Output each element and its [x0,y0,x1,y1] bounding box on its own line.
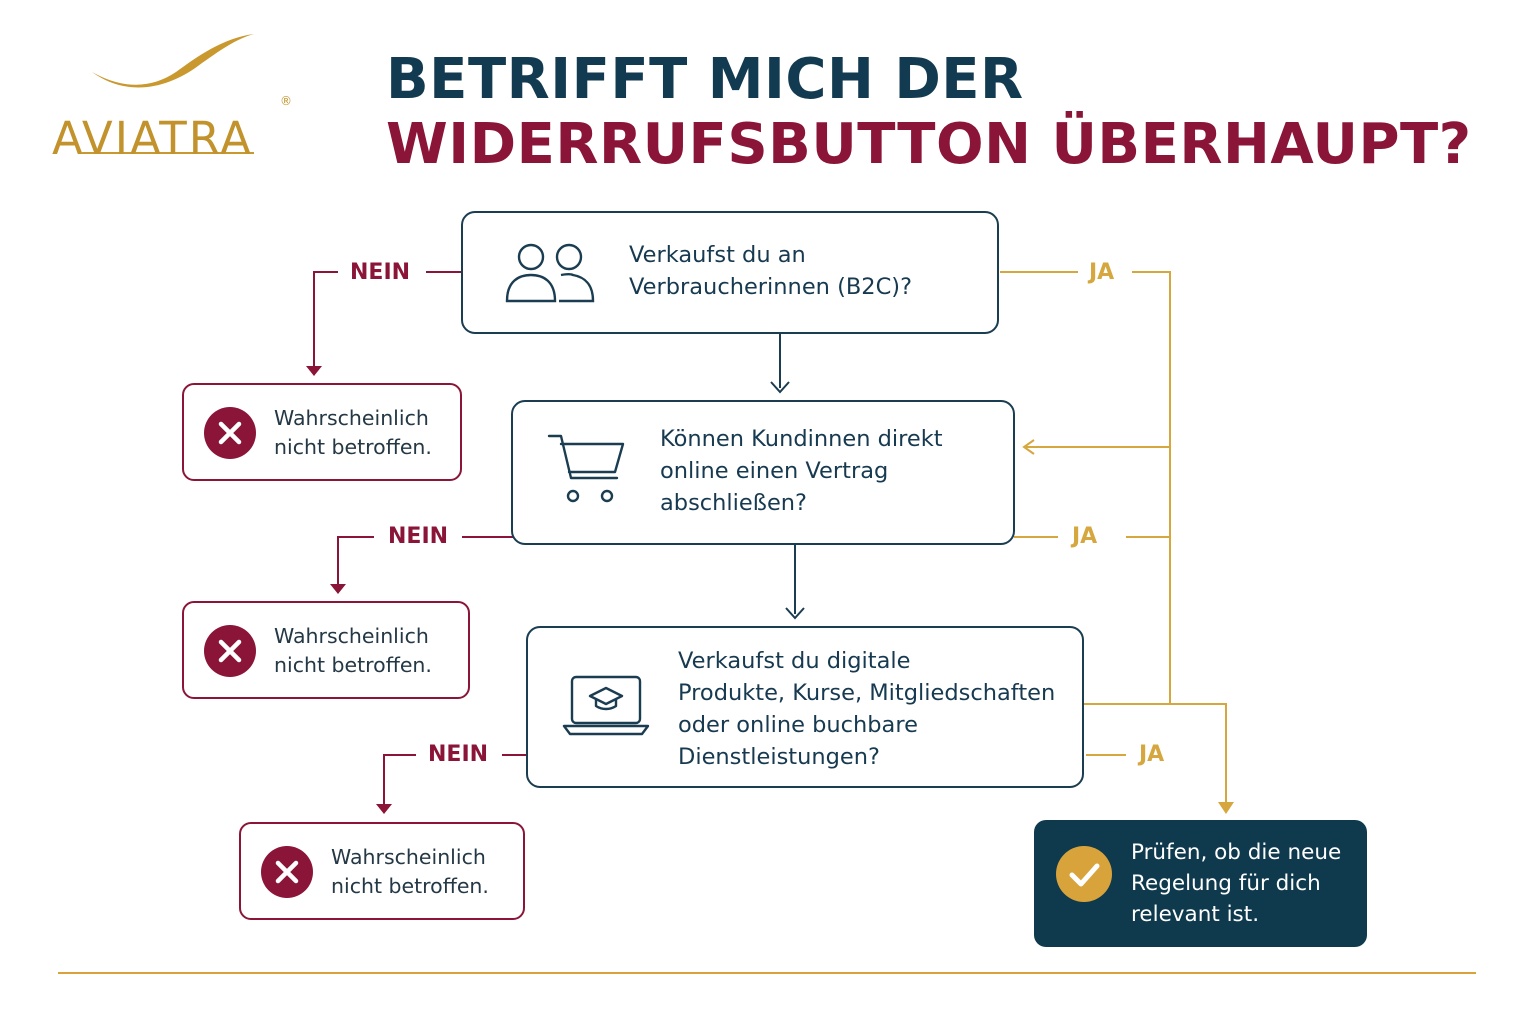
question-3-line-3: oder online buchbare [678,712,918,738]
nein-arrowhead-2 [330,584,346,594]
result-no-1-line-2: nicht betroffen. [274,435,432,459]
x-circle-icon [204,407,256,459]
result-no-box-3: Wahrscheinlich nicht betroffen. [239,822,525,920]
page-title-line-2: WIDERRUFSBUTTON ÜBERHAUPT? [386,112,1472,177]
question-1-line-2: Verbraucherinnen (B2C)? [629,274,913,300]
registered-mark: ® [280,94,292,108]
question-3-line-2: Produkte, Kurse, Mitgliedschaften [678,680,1056,706]
label-nein-1: NEIN [350,260,411,285]
final-result-box: Prüfen, ob die neue Regelung für dich re… [1034,820,1367,947]
nein-line-1b [313,271,338,372]
page-title-line-1: BETRIFFT MICH DER [386,47,1024,112]
ja-line-to-final [1084,703,1227,808]
shopping-cart-icon [547,434,625,503]
nein-arrowhead-1 [306,366,322,376]
result-no-box-2: Wahrscheinlich nicht betroffen. [182,601,470,699]
question-box-2: Können Kundinnen direkt online einen Ver… [511,400,1015,545]
question-3-line-4: Dienstleistungen? [678,744,880,770]
bottom-divider [58,972,1476,974]
logo-wordmark: AVIATRA [52,112,253,165]
nein-line-3b [383,754,416,810]
question-2-line-2: online einen Vertrag [660,458,889,484]
nein-arrowhead-3 [376,804,392,814]
result-no-3-line-2: nicht betroffen. [331,874,489,898]
people-icon [505,243,595,303]
result-no-2-line-2: nicht betroffen. [274,653,432,677]
check-circle-icon [1056,846,1112,902]
arrowhead-q2-to-q3 [785,607,805,620]
ja-arrowhead-final [1218,802,1234,814]
label-nein-3: NEIN [428,742,489,767]
question-box-3: Verkaufst du digitale Produkte, Kurse, M… [526,626,1084,788]
question-box-1: Verkaufst du an Verbraucherinnen (B2C)? [461,211,999,334]
question-2-line-1: Können Kundinnen direkt [660,426,943,452]
result-no-2-line-1: Wahrscheinlich [274,624,429,648]
result-no-box-1: Wahrscheinlich nicht betroffen. [182,383,462,481]
final-result-line-2: Regelung für dich [1131,871,1321,896]
final-result-line-1: Prüfen, ob die neue [1131,840,1342,865]
yes-flow-down-arrows [770,334,805,620]
question-1-line-1: Verkaufst du an [629,242,806,268]
final-result-line-3: relevant ist. [1131,902,1260,927]
brand-logo: AVIATRA ® [48,28,308,163]
logo-swoosh-icon [82,34,254,154]
x-circle-icon [261,846,313,898]
ja-line-1b [1132,271,1171,704]
ja-arrowhead-to-q2 [1022,439,1035,455]
label-ja-2: JA [1072,524,1098,549]
question-2-line-3: abschließen? [660,490,807,516]
result-no-1-line-1: Wahrscheinlich [274,406,429,430]
label-ja-3: JA [1139,742,1165,767]
arrowhead-q1-to-q2 [770,381,790,394]
result-no-3-line-1: Wahrscheinlich [331,845,486,869]
nein-line-2b [337,536,374,590]
label-ja-1: JA [1089,260,1115,285]
label-nein-2: NEIN [388,524,449,549]
laptop-graduation-cap-icon [562,675,650,736]
x-circle-icon [204,625,256,677]
question-3-line-1: Verkaufst du digitale [678,648,911,674]
